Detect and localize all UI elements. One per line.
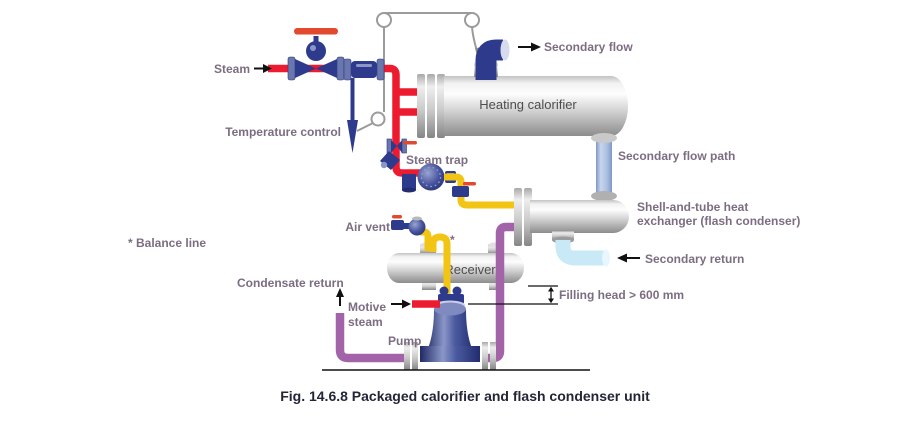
steam-trap-label: Steam trap <box>406 153 468 167</box>
receiver-label: Receiver <box>444 262 496 277</box>
balance-line-pipe <box>429 233 451 296</box>
air-vent-label: Air vent <box>345 220 390 234</box>
secondary-return-arrow <box>617 253 640 263</box>
filling-head-label: Filling head > 600 mm <box>559 288 684 302</box>
pump-label: Pump <box>388 334 421 348</box>
secondary-flow-arrow <box>518 42 541 52</box>
balance-line-marker: * <box>450 233 455 247</box>
heating-calorifier-vessel: Heating calorifier <box>417 60 628 138</box>
strainer <box>380 151 400 170</box>
heating-calorifier-label: Heating calorifier <box>479 97 577 112</box>
temperature-control-valve <box>343 58 385 153</box>
secondary-flow-label: Secondary flow <box>544 40 633 54</box>
air-vent <box>391 215 432 251</box>
secondary-return-pipe <box>555 238 610 267</box>
secondary-flow-path-pipe <box>591 133 617 201</box>
flash-condenser-vessel <box>514 188 629 246</box>
condensate-return-pipe <box>335 288 406 363</box>
balance-line-note: * Balance line <box>128 236 206 250</box>
dirt-pocket <box>402 174 416 193</box>
filling-head-dimension <box>468 285 558 305</box>
condensate-return-label: Condensate return <box>237 276 344 290</box>
motive-steam-label-line2: steam <box>348 315 383 329</box>
secondary-flow-outlet <box>475 39 510 80</box>
condensate-drain-valve <box>386 138 417 154</box>
trap-discharge-valve <box>452 182 476 197</box>
steam-label: Steam <box>214 62 250 76</box>
steam-isolation-valve <box>287 28 345 81</box>
pump <box>404 286 496 370</box>
steam-supply-pipe <box>268 64 424 177</box>
secondary-return-label: Secondary return <box>645 252 744 266</box>
figure-caption: Fig. 14.6.8 Packaged calorifier and flas… <box>280 388 650 404</box>
flash-condenser-label-line1: Shell-and-tube heat <box>637 200 748 214</box>
motive-steam <box>391 299 440 309</box>
flash-condenser-label-line2: exchanger (flash condenser) <box>637 214 800 228</box>
secondary-flow-path-label: Secondary flow path <box>618 149 735 163</box>
steam-inlet-arrow <box>254 64 272 73</box>
temperature-control-label: Temperature control <box>225 125 341 139</box>
receiver-vessel: Receiver <box>387 242 524 290</box>
motive-steam-label-line1: Motive <box>348 300 386 314</box>
isolation-valve-handwheel <box>294 28 338 35</box>
